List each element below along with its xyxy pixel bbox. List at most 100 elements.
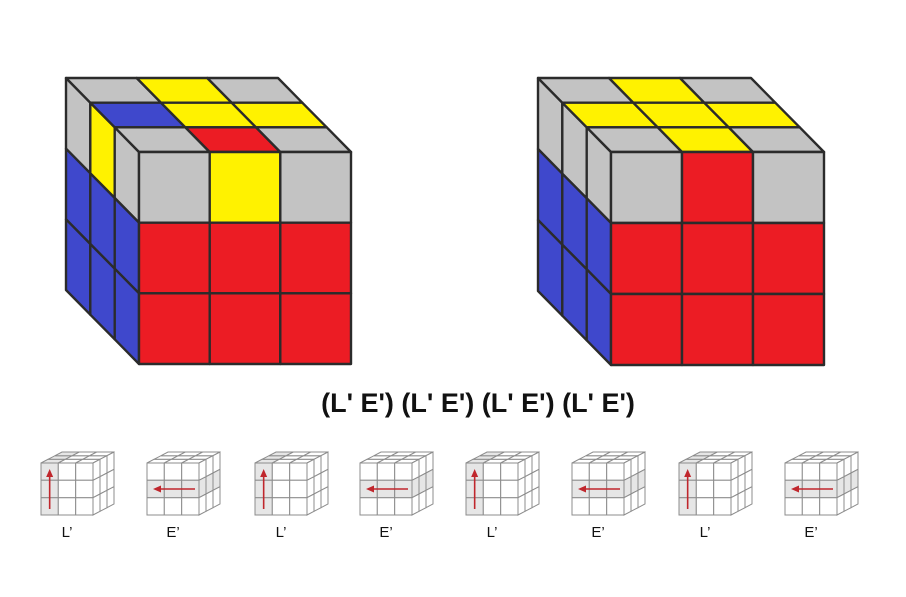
step-1: L’ — [40, 451, 115, 541]
mini-front-sticker — [571, 462, 590, 481]
algorithm-notation: (L' E') (L' E') (L' E') (L' E') — [321, 388, 635, 418]
mini-front-sticker — [376, 462, 396, 481]
mini-right-sticker — [92, 493, 101, 516]
mini-front-sticker — [500, 479, 519, 499]
left-arrow-icon — [153, 485, 195, 493]
mini-right-sticker — [744, 485, 753, 509]
front-sticker-r0-c1 — [680, 150, 755, 225]
mini-front-sticker — [588, 462, 608, 481]
mini-front-sticker — [271, 479, 291, 499]
step-3: L’ — [254, 451, 329, 541]
mini-front-sticker — [394, 462, 413, 481]
mini-right-sticker — [320, 485, 329, 509]
front-sticker-r2-c1 — [680, 292, 755, 367]
up-arrow-icon — [260, 469, 268, 509]
front-sticker-r1-c2 — [279, 221, 353, 295]
mini-front-sticker — [571, 497, 590, 516]
mini-front-sticker — [163, 462, 183, 481]
mini-right-sticker — [205, 489, 214, 513]
mini-front-sticker — [482, 479, 502, 499]
mini-front-sticker — [75, 497, 94, 516]
step-label: L’ — [276, 524, 287, 541]
mini-front-sticker — [271, 462, 291, 481]
step-label: E’ — [591, 524, 604, 541]
step-label: E’ — [379, 524, 392, 541]
top-face — [536, 76, 826, 154]
mini-front-sticker — [713, 497, 732, 516]
step-label: E’ — [166, 524, 179, 541]
mini-front-sticker — [606, 462, 625, 481]
mini-front-sticker — [146, 497, 165, 516]
mini-right-sticker — [531, 485, 540, 509]
mini-right-sticker — [737, 489, 746, 513]
mini-right-sticker — [836, 493, 845, 516]
mini-front-sticker — [784, 462, 803, 481]
mini-front-sticker — [163, 497, 183, 516]
mini-right-sticker — [198, 493, 207, 516]
step-8: E’ — [784, 451, 859, 541]
front-sticker-r1-c0 — [609, 221, 684, 296]
step-label: L’ — [700, 524, 711, 541]
step-2: E’ — [146, 451, 221, 541]
mini-front-sticker — [588, 497, 608, 516]
mini-right-sticker — [313, 489, 322, 513]
mini-front-sticker — [695, 479, 715, 499]
mini-front-sticker — [482, 497, 502, 516]
mini-front-sticker — [819, 462, 838, 481]
mini-right-sticker — [425, 485, 434, 509]
mini-right-sticker — [623, 493, 632, 516]
mini-front-sticker — [713, 462, 732, 481]
mini-front-sticker — [146, 462, 165, 481]
mini-front-sticker — [289, 497, 308, 516]
left-arrow-icon — [366, 485, 408, 493]
mini-right-sticker — [418, 489, 427, 513]
front-face — [609, 150, 826, 367]
front-sticker-r1-c1 — [680, 221, 755, 296]
mini-front-sticker — [271, 497, 291, 516]
mini-right-sticker — [212, 485, 221, 509]
mini-front-sticker — [359, 462, 378, 481]
mini-right-sticker — [411, 493, 420, 516]
mini-front-sticker — [482, 462, 502, 481]
mini-front-sticker — [376, 497, 396, 516]
left-arrow-icon — [578, 485, 620, 493]
up-arrow-icon — [471, 469, 479, 509]
left-face — [536, 76, 613, 367]
cube-after-state — [536, 76, 826, 367]
front-sticker-r2-c0 — [609, 292, 684, 367]
mini-right-sticker — [99, 489, 108, 513]
mini-front-sticker — [57, 497, 77, 516]
top-face — [64, 76, 353, 154]
front-sticker-r0-c1 — [208, 150, 282, 224]
mini-right-sticker — [850, 485, 859, 509]
front-sticker-r1-c2 — [751, 221, 826, 296]
left-face — [64, 76, 141, 366]
front-sticker-r1-c1 — [208, 221, 282, 295]
mini-front-sticker — [57, 462, 77, 481]
front-sticker-r0-c0 — [137, 150, 211, 224]
mini-front-sticker — [819, 497, 838, 516]
step-4: E’ — [359, 451, 434, 541]
move-steps-row: L’ E’ L’ E’ L’ E’ L’ E’ — [40, 451, 859, 541]
front-sticker-r0-c0 — [609, 150, 684, 225]
mini-front-sticker — [181, 497, 200, 516]
mini-front-sticker — [695, 497, 715, 516]
mini-front-sticker — [713, 479, 732, 499]
mini-right-sticker — [106, 485, 115, 509]
step-label: L’ — [487, 524, 498, 541]
front-sticker-r0-c2 — [279, 150, 353, 224]
mini-front-sticker — [181, 462, 200, 481]
mini-front-sticker — [57, 479, 77, 499]
mini-front-sticker — [606, 497, 625, 516]
mini-front-sticker — [500, 462, 519, 481]
mini-right-sticker — [730, 493, 739, 516]
mini-front-sticker — [500, 497, 519, 516]
mini-front-sticker — [801, 462, 821, 481]
mini-right-sticker — [630, 489, 639, 513]
step-7: L’ — [678, 451, 753, 541]
up-arrow-icon — [684, 469, 692, 509]
mini-front-sticker — [359, 497, 378, 516]
up-arrow-icon — [46, 469, 54, 509]
mini-front-sticker — [695, 462, 715, 481]
